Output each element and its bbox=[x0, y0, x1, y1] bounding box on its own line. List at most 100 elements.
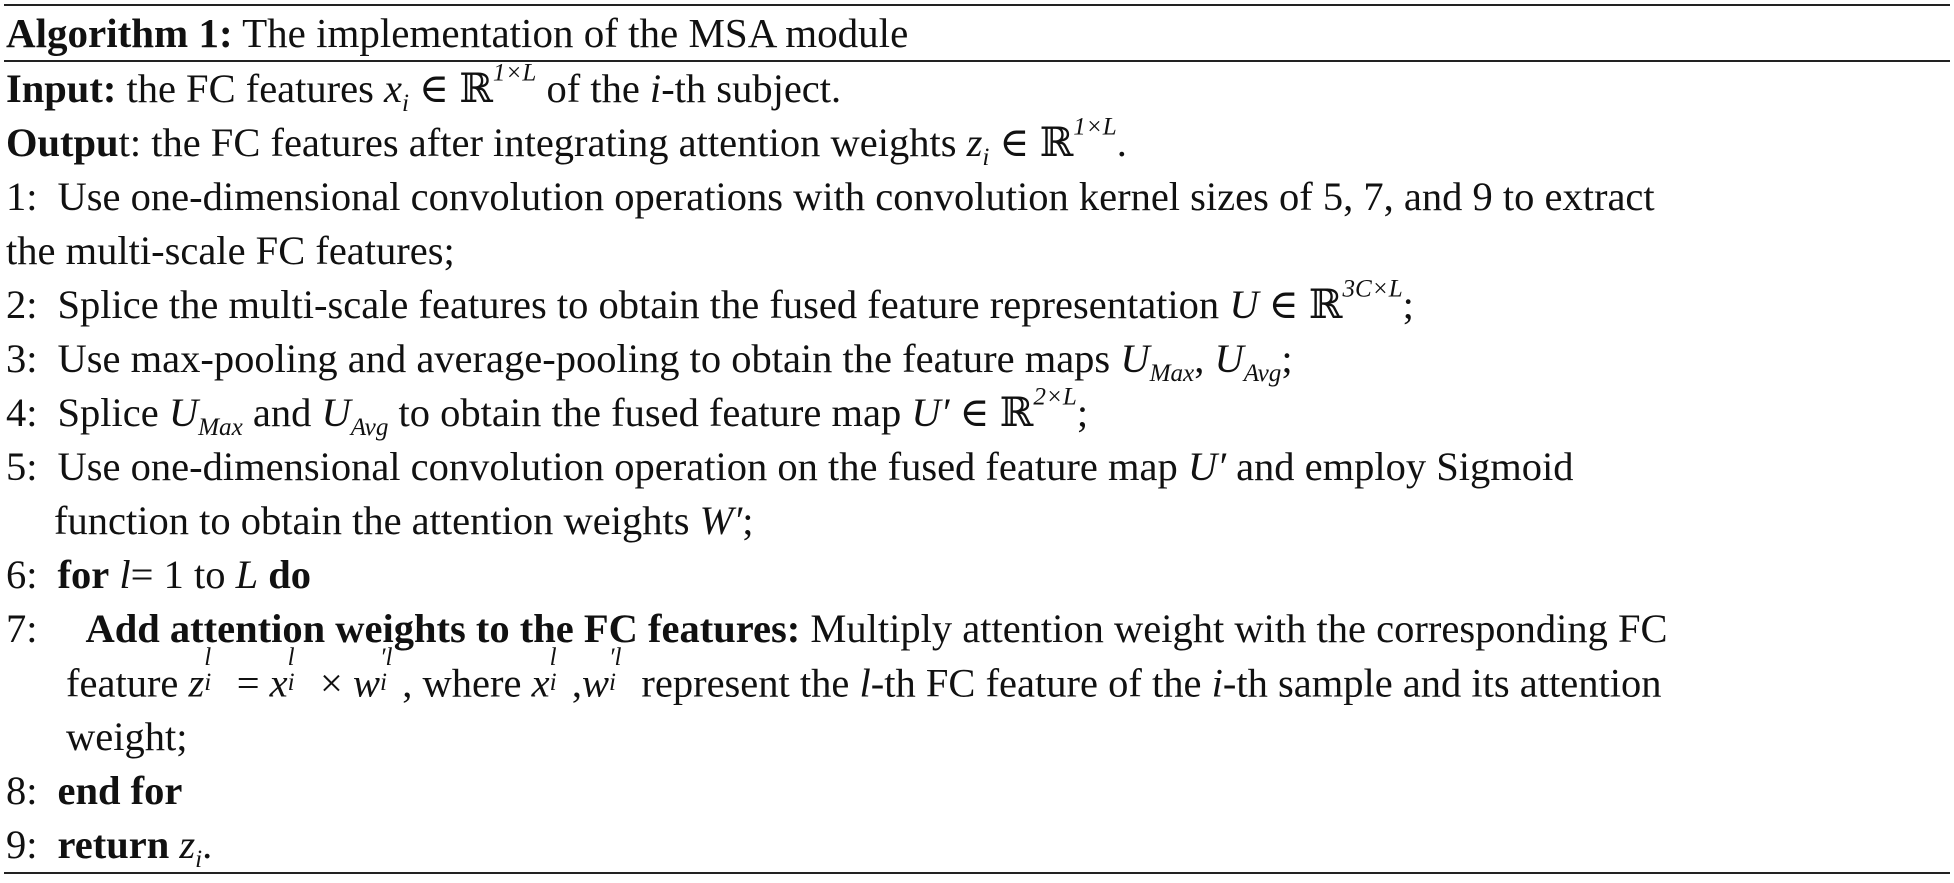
output-var: z bbox=[966, 120, 983, 165]
step-7-continuation-2: weight; bbox=[4, 710, 1950, 764]
step-1-cont-text: the multi-scale FC features; bbox=[6, 228, 455, 273]
input-var: x bbox=[384, 66, 402, 111]
step-3-var2: U bbox=[1214, 336, 1244, 381]
step-5-end: ; bbox=[742, 498, 754, 543]
step-4-text-a: Splice bbox=[57, 390, 159, 435]
step-7-i-var: i bbox=[1211, 660, 1223, 706]
input-text-c: -th subject. bbox=[661, 66, 842, 111]
step-7-x2-sub: i bbox=[549, 668, 557, 696]
step-2-text: Splice the multi-scale features to obtai… bbox=[57, 282, 1220, 327]
step-4-text-b: and bbox=[252, 390, 312, 435]
step-4-member: ∈ ℝ bbox=[959, 390, 1034, 435]
step-5-continuation: function to obtain the attention weights… bbox=[4, 494, 1950, 548]
step-3-text: Use max-pooling and average-pooling to o… bbox=[57, 336, 1111, 381]
input-var-sub: i bbox=[401, 89, 409, 117]
step-6: 6: for l= 1 to L do bbox=[4, 548, 1950, 602]
step-2-member: ∈ ℝ bbox=[1268, 282, 1343, 327]
step-7-w-sub: i bbox=[380, 668, 387, 696]
step-1-text: Use one-dimensional convolution operatio… bbox=[57, 174, 1655, 219]
step-7-cont-e: -th sample and its attention bbox=[1222, 660, 1662, 706]
step-4-end: ; bbox=[1076, 390, 1089, 435]
output-dims: 1×L bbox=[1073, 113, 1117, 141]
step-7-x2-sup: l bbox=[549, 643, 557, 671]
step-5-text-a: Use one-dimensional convolution operatio… bbox=[57, 444, 1178, 489]
step-3-sep: , bbox=[1194, 336, 1205, 381]
algorithm-body: Input: the FC features xi ∈ ℝ1×L of the … bbox=[4, 59, 1950, 872]
input-i-var: i bbox=[649, 66, 662, 111]
step-5-var: U′ bbox=[1187, 444, 1226, 489]
input-dims: 1×L bbox=[492, 59, 537, 87]
step-4-sub1: Max bbox=[198, 413, 243, 441]
step-4-var3: U′ bbox=[911, 390, 950, 435]
step-4-dims: 2×L bbox=[1033, 383, 1077, 411]
step-7-times: × bbox=[320, 660, 343, 706]
output-label-rest: t: bbox=[118, 120, 142, 165]
step-5-cont-text: function to obtain the attention weights bbox=[54, 498, 690, 543]
step-7-number: 7: bbox=[6, 606, 38, 651]
step-6-to: to bbox=[193, 552, 226, 597]
step-7-l-var: l bbox=[859, 660, 871, 706]
step-7-w: w bbox=[353, 660, 381, 706]
step-4-var2: U bbox=[321, 390, 351, 435]
output-text-a: the FC features after integrating attent… bbox=[151, 120, 957, 165]
step-6-number: 6: bbox=[6, 552, 38, 597]
step-7-cont-d: -th FC feature of the bbox=[870, 660, 1202, 706]
step-2: 2: Splice the multi-scale features to obt… bbox=[4, 275, 1950, 332]
algorithm-block: Algorithm 1: The implementation of the M… bbox=[4, 4, 1950, 874]
step-3: 3:Use max-pooling and average-pooling to… bbox=[4, 332, 1950, 386]
step-2-end: ; bbox=[1402, 282, 1414, 327]
step-3-sub2: Avg bbox=[1243, 359, 1282, 387]
step-3-end: ; bbox=[1281, 336, 1293, 381]
step-7-w-sup: ′l bbox=[380, 643, 393, 671]
bottom-rule bbox=[4, 872, 1950, 874]
step-2-dims: 3C×L bbox=[1342, 275, 1403, 303]
step-7-w2-sub: i bbox=[608, 668, 616, 696]
step-7-cont-b: , where bbox=[402, 660, 522, 706]
input-label: Input: bbox=[6, 66, 117, 111]
step-6-upper: L bbox=[235, 552, 259, 597]
step-4-text-c: to obtain the fused feature map bbox=[398, 390, 902, 435]
caption-rule bbox=[4, 60, 1950, 62]
output-end: . bbox=[1116, 120, 1127, 165]
step-4-number: 4: bbox=[6, 390, 38, 435]
step-7-cont-c: represent the bbox=[641, 660, 850, 706]
input-line: Input: the FC features xi ∈ ℝ1×L of the … bbox=[4, 59, 1950, 117]
step-7-w2-sup: ′l bbox=[608, 643, 622, 671]
step-8-keyword: end for bbox=[57, 768, 183, 813]
step-7-z-sub: i bbox=[204, 668, 212, 696]
step-7-x-sup: l bbox=[287, 643, 295, 671]
step-1-number: 1: bbox=[6, 174, 38, 219]
step-9-end: . bbox=[202, 822, 213, 867]
step-7-text-a: Multiply attention weight with the corre… bbox=[810, 606, 1668, 651]
step-4-sub2: Avg bbox=[350, 413, 389, 441]
top-rule bbox=[4, 4, 1950, 6]
step-7-z-sup: l bbox=[204, 643, 212, 671]
step-6-for-keyword: for bbox=[57, 552, 110, 597]
step-3-sub1: Max bbox=[1149, 359, 1195, 387]
output-label-bold: Outpu bbox=[6, 120, 119, 165]
step-6-var: l bbox=[119, 552, 131, 597]
output-var-sub: i bbox=[982, 143, 990, 171]
step-8: 8:end for bbox=[4, 764, 1950, 818]
step-9-var: z bbox=[179, 822, 196, 867]
step-6-do-keyword: do bbox=[268, 552, 312, 597]
input-text-b: of the bbox=[546, 66, 640, 111]
step-7-x: x bbox=[269, 660, 288, 706]
step-5-cont-var: W′ bbox=[699, 498, 743, 543]
caption-title: The implementation of the MSA module bbox=[242, 10, 909, 56]
step-6-eq: = 1 bbox=[130, 552, 184, 597]
caption-label: Algorithm 1: bbox=[6, 10, 233, 56]
step-5-text-b: and employ Sigmoid bbox=[1236, 444, 1574, 489]
algorithm-caption: Algorithm 1: The implementation of the M… bbox=[4, 6, 1950, 60]
step-7-eq: = bbox=[236, 660, 260, 706]
step-7-w2: w bbox=[581, 660, 609, 706]
step-9: 9:return zi. bbox=[4, 818, 1950, 872]
step-7-z: z bbox=[188, 660, 205, 706]
step-2-number: 2: bbox=[6, 282, 38, 327]
step-1-continuation: the multi-scale FC features; bbox=[4, 224, 1950, 278]
output-member: ∈ ℝ bbox=[999, 120, 1074, 165]
step-7-x-sub: i bbox=[287, 668, 295, 696]
output-line: Output: the FC features after integratin… bbox=[4, 113, 1950, 171]
step-9-keyword: return bbox=[57, 822, 170, 867]
